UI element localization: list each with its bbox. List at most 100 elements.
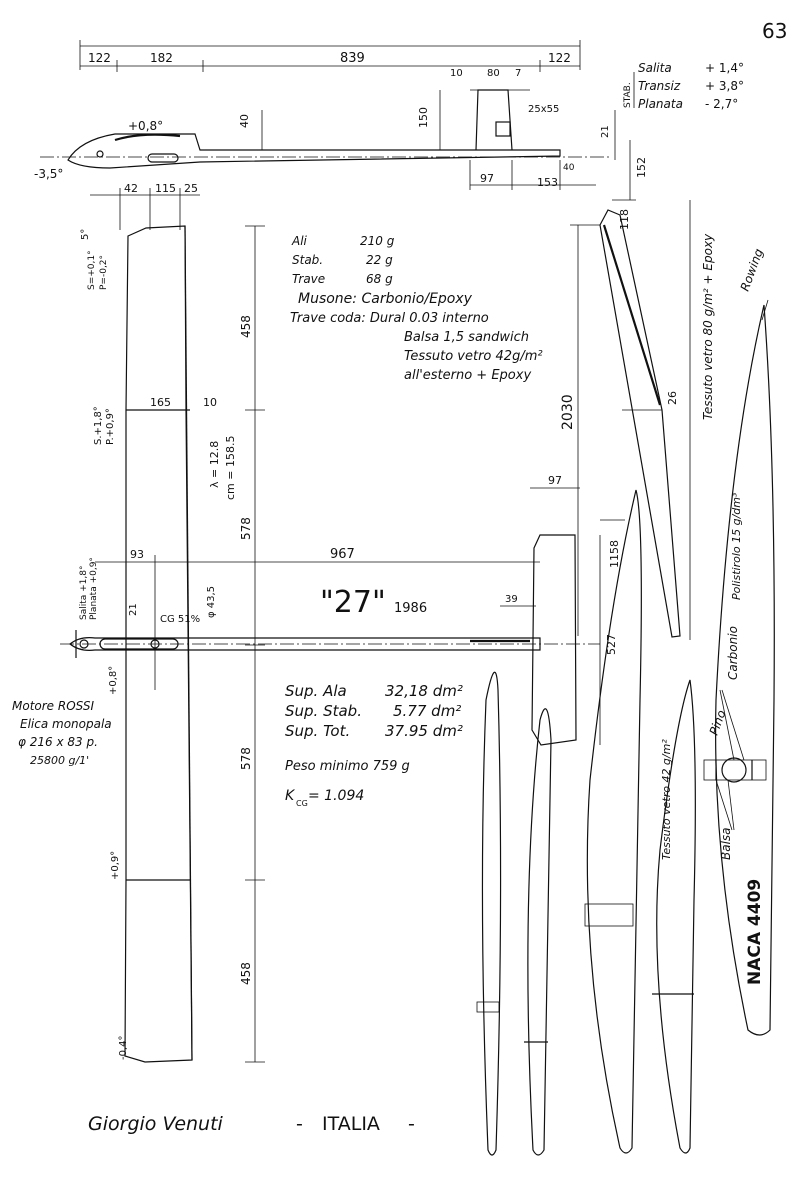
stab-dim-1158: 1158 <box>608 540 621 568</box>
cg-position: CG 51% <box>160 614 200 625</box>
wing-tip-dihedral: 5° <box>80 229 91 240</box>
sup-tot-value: 37.95 dm² <box>385 722 463 740</box>
stab-transiz-label: Transiz <box>638 79 681 93</box>
fin-labels: Tessuto vetro 80 g/m² + Epoxy Rowing Pol… <box>660 233 766 985</box>
trave-coda-line-2: Balsa 1,5 sandwich <box>404 330 529 345</box>
trave-coda-line-4: all'esterno + Epoxy <box>404 368 531 383</box>
sup-tot-label: Sup. Tot. <box>285 722 350 740</box>
stab-transiz-value: + 3,8° <box>705 79 744 93</box>
side-dim-25x55: 25x55 <box>528 104 559 115</box>
wing-chord-42: 42 <box>124 182 138 195</box>
side-dim-152: 152 <box>635 157 648 178</box>
weight-stab-value: 22 g <box>366 253 393 267</box>
stab-salita-label: Salita <box>638 61 672 75</box>
fin-dim-2030: 2030 <box>560 394 576 430</box>
trave-coda-line-1: Trave coda: Dural 0.03 interno <box>290 311 489 326</box>
wing-lower-angle-b: -0,4° <box>118 1035 129 1060</box>
side-dim-122-b: 122 <box>548 51 571 65</box>
wing-tip-p: P=-0,2° <box>99 255 109 290</box>
dim-93: 93 <box>130 548 144 561</box>
fin-dim-26: 26 <box>666 391 679 405</box>
dim-967: 967 <box>330 547 355 562</box>
stab-label: STAB. <box>623 82 633 108</box>
stab-planata-value: - 2,7° <box>705 97 738 111</box>
fin-plan-view: 118 2030 26 <box>560 199 691 640</box>
side-dim-150: 150 <box>417 107 430 128</box>
engine-line-3: φ 216 x 83 p. <box>18 735 98 749</box>
naca-label: NACA 4409 <box>745 879 765 985</box>
engine-block: Motore ROSSI Elica monopala φ 216 x 83 p… <box>12 699 112 767</box>
side-dim-153: 153 <box>537 176 558 189</box>
wing-incidence: +0,8° <box>128 119 163 133</box>
kcg-value: = 1.094 <box>308 788 364 804</box>
musone-text: Musone: Carbonio/Epoxy <box>298 291 473 307</box>
wing-inner-s: S.+1,8° <box>93 406 104 445</box>
wing-inner-p: P.+0,9° <box>105 408 116 445</box>
fin-dim-118: 118 <box>618 209 631 230</box>
tessuto-side-label: Tessuto vetro 42 g/m² <box>660 739 673 860</box>
kcg-symbol: K <box>285 788 296 804</box>
wing-tip-s: S=+0,1° <box>87 250 97 290</box>
weight-stab-label: Stab. <box>292 253 323 267</box>
author-sep-2: - <box>408 1113 415 1135</box>
fuselage-angle: +0,8° <box>108 666 119 695</box>
engine-line-1: Motore ROSSI <box>12 699 94 713</box>
author-line: Giorgio Venuti - ITALIA - <box>88 1113 415 1135</box>
dim-phi-43: φ 43,5 <box>206 586 217 618</box>
side-dim-21: 21 <box>600 125 611 138</box>
weight-trave-label: Trave <box>292 272 325 286</box>
wing-panel-578-b: 578 <box>239 747 253 770</box>
pino-label: Pino <box>707 708 729 737</box>
wing-chord-25: 25 <box>184 182 198 195</box>
sup-stab-value: 5.77 dm² <box>393 702 461 720</box>
peso-minimo: Peso minimo 759 g <box>285 759 410 774</box>
nose-angle: -3,5° <box>34 167 63 181</box>
stab-dim-97: 97 <box>548 474 562 487</box>
polistirolo-label: Polistirolo 15 g/dm³ <box>730 492 743 600</box>
weight-ali-value: 210 g <box>360 234 395 248</box>
stab-dim-39: 39 <box>505 594 518 605</box>
side-dim-40: 40 <box>238 114 251 128</box>
author-sep-1: - <box>296 1113 303 1135</box>
side-dim-839: 839 <box>340 51 365 66</box>
side-dim-40-b: 40 <box>563 163 575 173</box>
wing-rib-10: 10 <box>203 396 217 409</box>
wing-aspect-ratio: λ = 12.8 <box>208 441 221 488</box>
side-dim-97: 97 <box>480 172 494 185</box>
dim-21: 21 <box>128 603 139 616</box>
model-year: 1986 <box>394 601 427 616</box>
sup-ala-value: 32,18 dm² <box>385 682 463 700</box>
engine-line-4: 25800 g/1' <box>30 754 89 767</box>
page-number: 63 <box>762 19 787 43</box>
side-dim-80: 80 <box>487 68 500 79</box>
salita-setting: Salita +1,8° <box>79 566 89 621</box>
surfaces-block: Sup. Ala 32,18 dm² Sup. Stab. 5.77 dm² S… <box>285 682 463 808</box>
author-country: ITALIA <box>322 1113 380 1135</box>
weight-ali-label: Ali <box>291 234 308 248</box>
trave-coda-line-3: Tessuto vetro 42g/m² <box>404 349 543 364</box>
side-dim-182: 182 <box>150 51 173 65</box>
wing-panel-458-a: 458 <box>239 315 253 338</box>
sup-ala-label: Sup. Ala <box>285 682 347 700</box>
model-name: "27" <box>320 585 386 620</box>
wing-rib-165: 165 <box>150 396 171 409</box>
side-dim-122-a: 122 <box>88 51 111 65</box>
wing-panel-578-a: 578 <box>239 517 253 540</box>
author-name: Giorgio Venuti <box>88 1113 224 1135</box>
side-dim-10: 10 <box>450 68 463 79</box>
fuselage-top-view: 97 39 527 1158 93 967 21 CG 51% φ 43,5 +… <box>60 474 625 746</box>
tessuto-top-label: Tessuto vetro 80 g/m² + Epoxy <box>701 233 715 420</box>
rowing-label: Rowing <box>738 246 766 293</box>
side-dim-7: 7 <box>515 68 521 79</box>
wing-panel-458-b: 458 <box>239 962 253 985</box>
balsa-label: Balsa <box>719 827 733 860</box>
planata-setting: Planata +0,9° <box>89 557 99 620</box>
stab-planata-label: Planata <box>638 97 683 111</box>
stab-salita-value: + 1,4° <box>705 61 744 75</box>
construction-block: Musone: Carbonio/Epoxy Trave coda: Dural… <box>290 291 543 383</box>
wing-chord-115: 115 <box>155 182 176 195</box>
airfoil-sections <box>476 299 775 1156</box>
wing-lower-angle-a: +0,9° <box>110 851 121 880</box>
